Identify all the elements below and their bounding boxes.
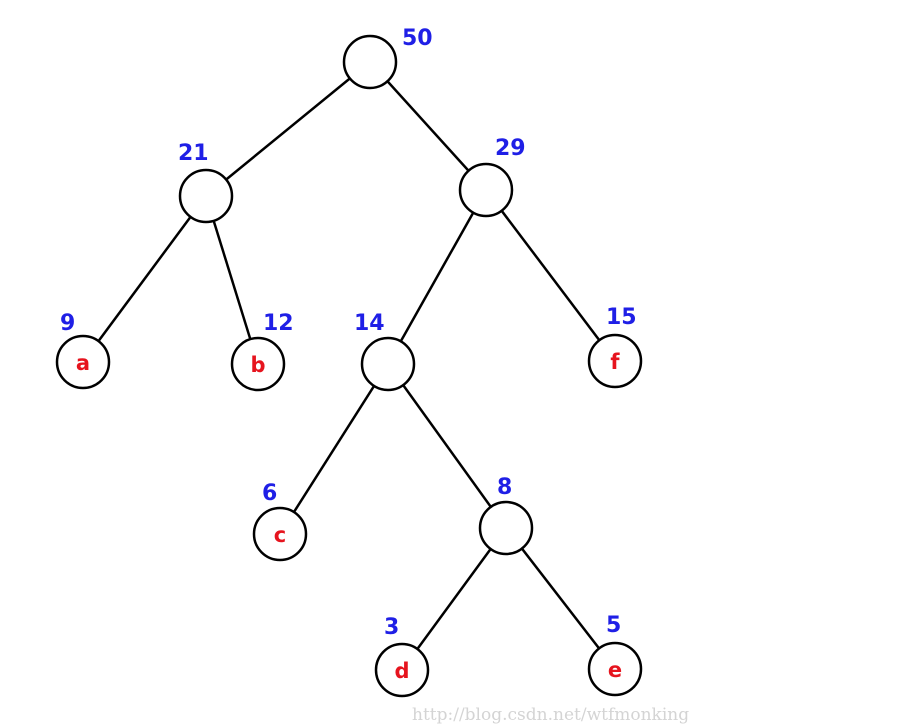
tree-node-c: c6 [252, 481, 308, 562]
leaf-label-c: c [274, 523, 286, 547]
node-circle-c [252, 506, 308, 562]
weight-label-n14: 14 [354, 311, 385, 336]
node-circle-a [55, 334, 111, 390]
tree-node-d: d3 [374, 615, 430, 698]
edge-n8-e [505, 527, 616, 670]
node-circle-b [230, 336, 286, 392]
edges-layer [81, 61, 616, 671]
leaf-label-f: f [610, 350, 620, 374]
weight-label-n21: 21 [178, 141, 209, 166]
weight-label-root: 50 [402, 26, 433, 51]
node-circle-e [587, 641, 643, 697]
weight-label-n8: 8 [497, 475, 512, 500]
node-circle-n29 [458, 162, 514, 218]
tree-node-root: 50 [342, 26, 433, 90]
tree-node-n29: 29 [458, 136, 526, 218]
node-circle-n21 [178, 168, 234, 224]
edge-n14-c [278, 363, 390, 535]
node-circle-f [587, 333, 643, 389]
leaf-label-e: e [608, 658, 622, 682]
weight-label-a: 9 [60, 311, 75, 336]
node-circle-n14 [360, 336, 416, 392]
edge-n29-n14 [386, 189, 488, 365]
node-circle-root [342, 34, 398, 90]
tree-node-b: b 12 [230, 311, 294, 392]
weight-label-n29: 29 [495, 136, 526, 161]
tree-node-n8: 8 [478, 475, 534, 556]
edge-n21-a [81, 195, 208, 363]
weight-label-f: 15 [606, 305, 637, 330]
tree-node-n14: 14 [354, 311, 416, 392]
tree-node-a: a9 [55, 311, 111, 390]
leaf-label-d: d [394, 659, 409, 683]
edge-n21-b [204, 195, 260, 365]
tree-node-n21: 21 [178, 141, 234, 224]
edge-root-n29 [369, 61, 487, 191]
weight-label-e: 5 [606, 613, 621, 638]
weight-label-d: 3 [384, 615, 399, 640]
weight-label-b: 12 [263, 311, 294, 336]
watermark-text: http://blog.csdn.net/wtfmonking [412, 705, 689, 724]
edge-root-n21 [205, 61, 371, 197]
leaf-label-b: b [250, 353, 265, 377]
edge-n14-n8 [386, 363, 508, 529]
node-circle-n8 [478, 500, 534, 556]
tree-node-f: f 15 [587, 305, 643, 389]
node-circle-d [374, 642, 430, 698]
edge-n29-f [485, 189, 616, 362]
leaf-label-a: a [76, 351, 90, 375]
weight-label-c: 6 [262, 481, 277, 506]
tree-node-e: e5 [587, 613, 643, 697]
edge-n8-d [400, 527, 508, 671]
